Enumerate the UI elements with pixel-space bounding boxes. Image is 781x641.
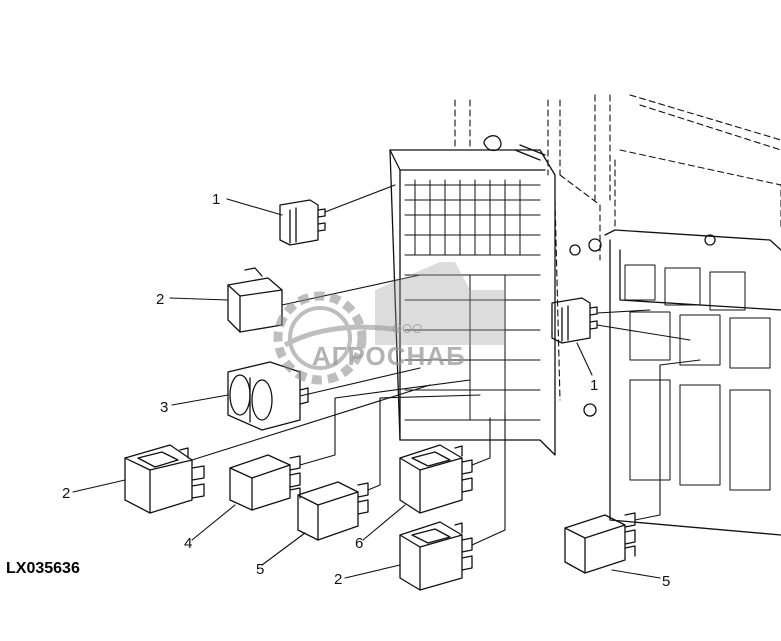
callout-4: 4	[184, 535, 192, 552]
callout-2-lower: 2	[334, 571, 342, 588]
diode-module-3	[227, 361, 309, 431]
watermark-logo: ООО АГРОСНАБ	[273, 262, 505, 385]
gear-icon	[273, 291, 401, 385]
callouts: 1 2 3 2 4 5 6 2 1 5	[62, 191, 670, 590]
harvester-icon	[375, 262, 505, 345]
relay-2-lower	[399, 521, 473, 591]
leader-lines	[72, 184, 701, 579]
figure-reference-code: LX035636	[6, 560, 80, 577]
callout-1-right: 1	[590, 377, 598, 394]
fuse-1-left	[279, 199, 326, 246]
callout-1-left: 1	[212, 191, 220, 208]
callout-5-right: 5	[662, 573, 670, 590]
watermark-name: АГРОСНАБ	[312, 341, 466, 371]
callout-3: 3	[160, 399, 168, 416]
relay-4	[229, 454, 301, 511]
fuse-1-right	[551, 297, 598, 344]
callout-5-centre: 5	[256, 561, 264, 578]
relay-2-left	[124, 444, 205, 514]
watermark-prefix: ООО	[392, 321, 422, 336]
callout-2-upper: 2	[156, 291, 164, 308]
secondary-fuse-panel	[588, 94, 781, 536]
relay-2-upper	[227, 267, 283, 333]
relay-5-right	[564, 512, 636, 574]
relay-5-centre	[297, 481, 369, 541]
callout-2-left: 2	[62, 485, 70, 502]
relay-6	[399, 444, 473, 514]
callout-6: 6	[355, 535, 363, 552]
